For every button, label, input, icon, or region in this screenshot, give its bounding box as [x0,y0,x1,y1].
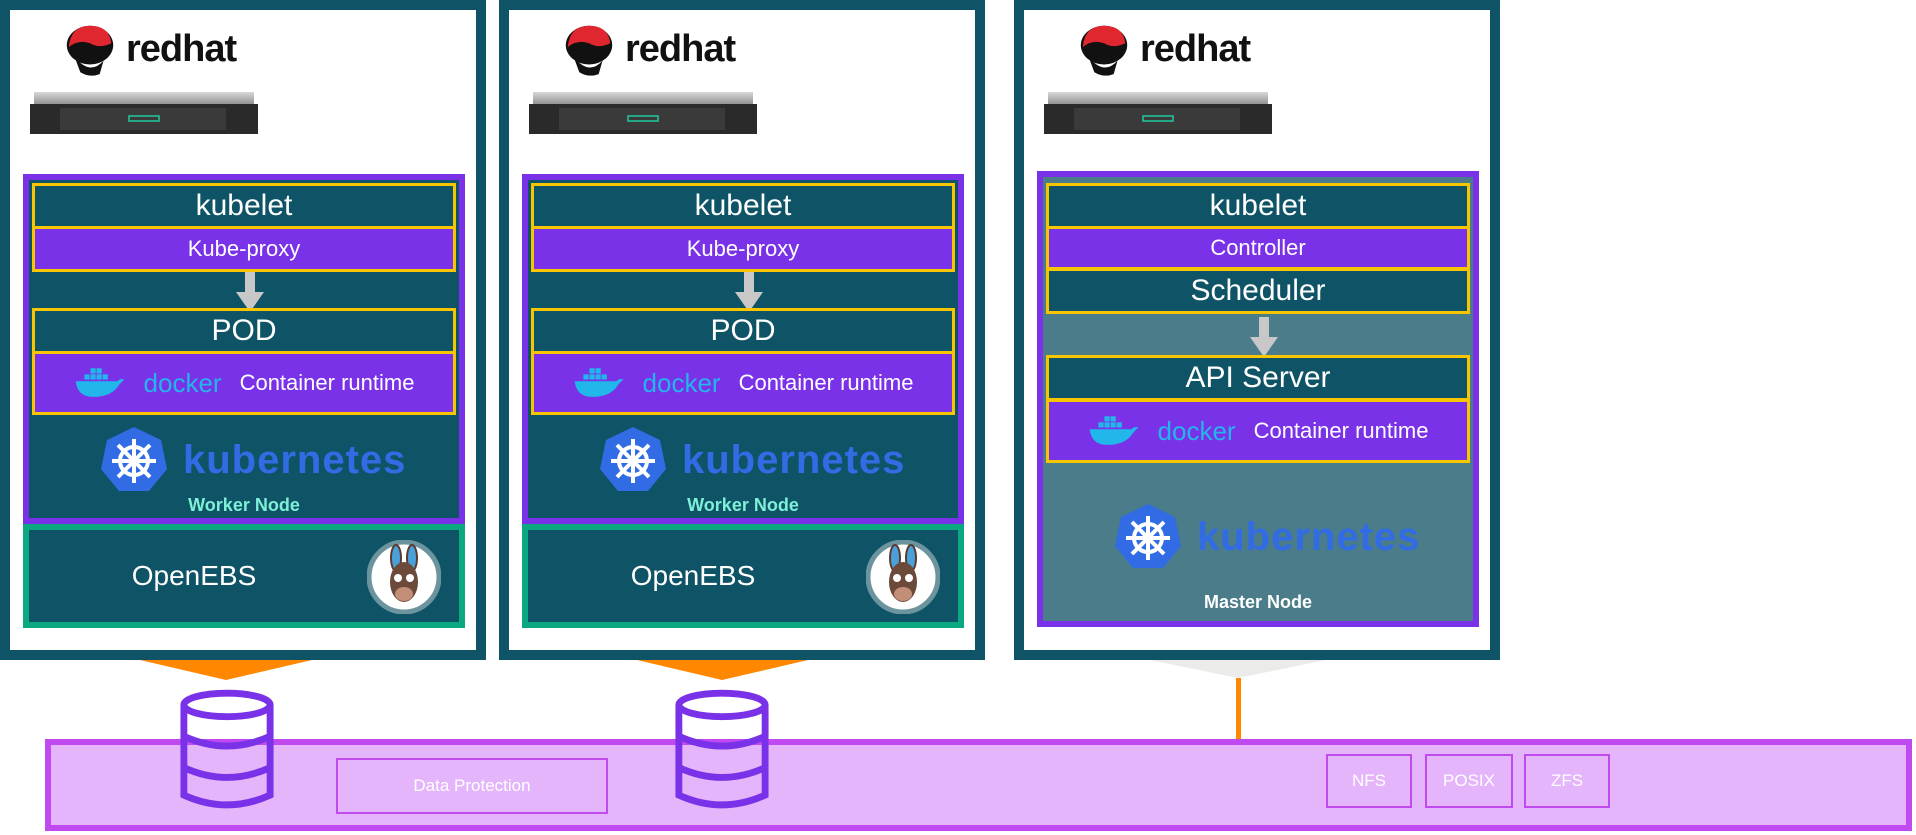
database-icon [673,688,771,812]
pod-block: POD [531,308,955,354]
server-icon [24,90,264,136]
docker-label: docker [642,367,721,398]
kubernetes-logo: kubernetes [598,425,905,495]
kubelet-block: kubelet [531,183,955,229]
container-runtime-block: docker Container runtime [531,351,955,415]
openebs-block: OpenEBS [522,524,964,628]
kubernetes-label: kubernetes [1197,514,1421,559]
connector-worker-1 [140,660,312,680]
redhat-hat-icon [60,20,120,78]
connector-master [1150,660,1326,678]
redhat-logo: redhat [559,20,736,78]
redhat-hat-icon [1074,20,1134,78]
openebs-label: OpenEBS [131,560,257,591]
kubelet-block: kubelet [1046,183,1470,229]
openebs-block: OpenEBS [23,524,465,628]
protocol-zfs: ZFS [1524,754,1610,808]
connectors [140,660,1326,740]
scheduler-block: Scheduler [1046,268,1470,314]
runtime-label: Container runtime [239,370,415,395]
brand-label: redhat [1140,27,1251,70]
docker-whale-icon [1088,415,1140,447]
kube-proxy-block: Kube-proxy [531,226,955,272]
api-server-block: API Server [1046,355,1470,401]
docker-label: docker [1157,415,1236,446]
kubernetes-label: kubernetes [682,437,906,482]
down-arrow-icon [1244,317,1284,357]
data-protection-box: Data Protection [336,758,608,814]
brand-label: redhat [126,27,237,70]
server-icon [523,90,763,136]
openebs-label: OpenEBS [630,560,756,591]
docker-whale-icon [573,367,625,399]
docker-label: docker [143,367,222,398]
master-node-area: kubelet Controller Scheduler API Server … [1037,171,1479,627]
kube-proxy-block: Kube-proxy [32,226,456,272]
container-runtime-block: docker Container runtime [1046,399,1470,463]
docker-whale-icon [74,367,126,399]
kubernetes-logo: kubernetes [99,425,406,495]
node-role-label: Worker Node [687,495,799,515]
node-role-label: Worker Node [188,495,300,515]
redhat-hat-icon [559,20,619,78]
openebs-mascot-icon [866,540,940,614]
worker-node-area: kubelet Kube-proxy POD docker Container … [23,174,465,524]
kubernetes-label: kubernetes [183,437,407,482]
pod-block: POD [32,308,456,354]
down-arrow-icon [729,272,769,312]
container-runtime-block: docker Container runtime [32,351,456,415]
kubernetes-logo: kubernetes [1113,502,1420,572]
worker-host-1: redhat kubelet Kube-proxy POD docker Con… [0,0,486,660]
kubernetes-helm-icon [1113,502,1183,572]
kubelet-block: kubelet [32,183,456,229]
connector-master-line [1236,678,1241,740]
openebs-mascot-icon [367,540,441,614]
runtime-label: Container runtime [738,370,914,395]
storage-layer: Data Protection NFS POSIX ZFS [45,739,1912,831]
node-role-label: Master Node [1203,592,1313,612]
connector-worker-2 [637,660,808,680]
worker-host-2: redhat kubelet Kube-proxy POD docker Con… [499,0,985,660]
worker-node-area: kubelet Kube-proxy POD docker Container … [522,174,964,524]
controller-block: Controller [1046,226,1470,270]
down-arrow-icon [230,272,270,312]
runtime-label: Container runtime [1253,418,1429,443]
kubernetes-helm-icon [99,425,169,495]
protocol-posix: POSIX [1425,754,1513,808]
database-icon [178,688,276,812]
master-host: redhat kubelet Controller Scheduler API … [1014,0,1500,660]
redhat-logo: redhat [60,20,237,78]
protocol-nfs: NFS [1326,754,1412,808]
redhat-logo: redhat [1074,20,1251,78]
kubernetes-helm-icon [598,425,668,495]
server-icon [1038,90,1278,136]
brand-label: redhat [625,27,736,70]
